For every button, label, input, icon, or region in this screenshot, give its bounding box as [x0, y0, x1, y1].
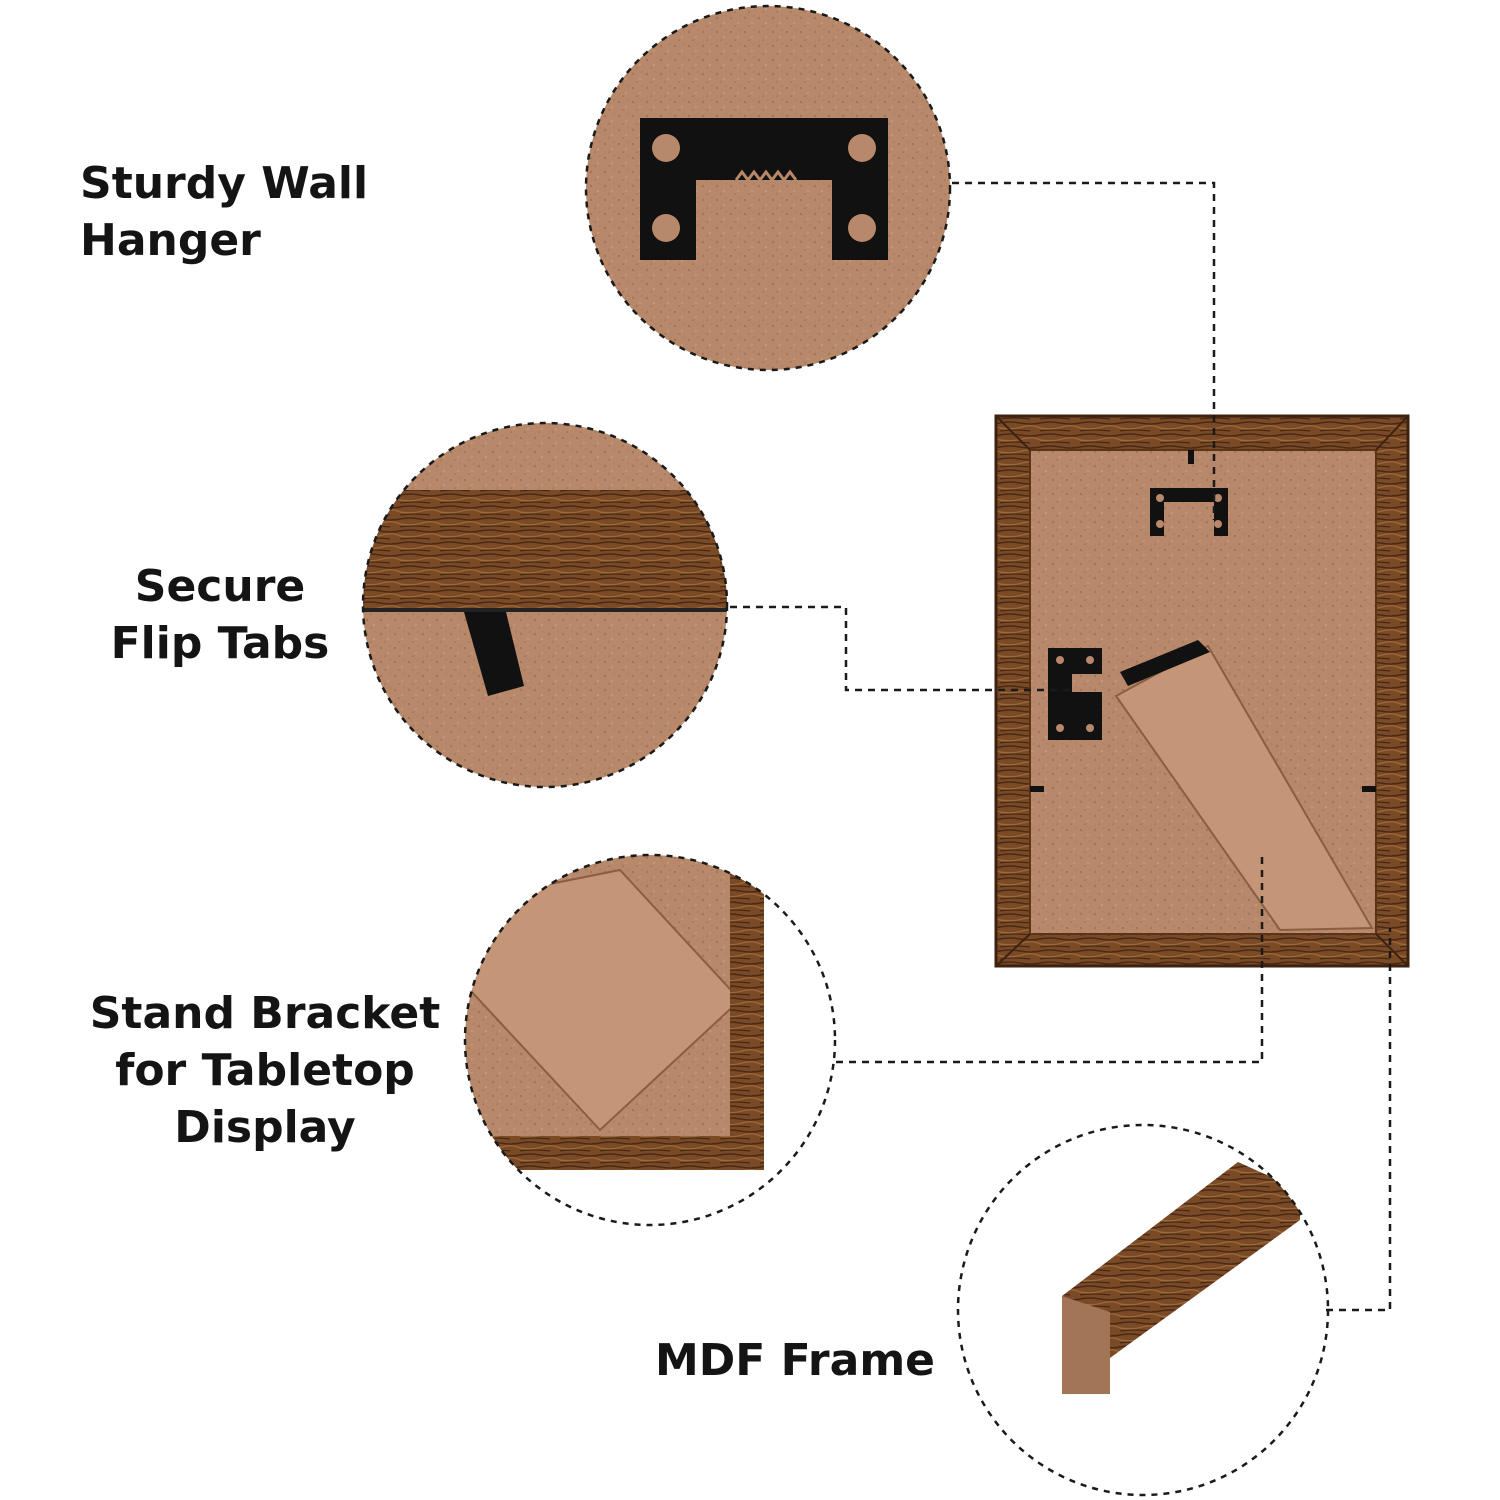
- flip-tab-right: [1362, 786, 1376, 792]
- connector-wall-hanger: [952, 181, 1216, 520]
- label-secure-flip-tabs: Secure Flip Tabs: [110, 561, 330, 670]
- frame-back-view: [994, 414, 1410, 968]
- wall-hanger-detail: [584, 4, 952, 372]
- connector-flip-tabs: [730, 605, 1070, 692]
- easel-stand-icon: [1114, 640, 1374, 932]
- connector-stand-bracket: [836, 852, 1264, 1064]
- flip-tab-left: [1030, 786, 1044, 792]
- mdf-frame-detail: [956, 1123, 1330, 1497]
- sawtooth-hanger-icon: [1150, 488, 1228, 536]
- connector-mdf-frame: [1326, 928, 1392, 1312]
- stand-bracket-detail: [463, 853, 837, 1227]
- connector-lines: [730, 181, 1392, 1312]
- flip-tab-top: [1188, 450, 1194, 464]
- label-mdf-frame: MDF Frame: [655, 1335, 936, 1386]
- label-sturdy-wall-hanger: Sturdy Wall Hanger: [80, 158, 369, 267]
- side-hanger-icon: [1048, 648, 1102, 740]
- flip-tabs-detail: [361, 421, 729, 789]
- label-stand-bracket: Stand Bracket for Tabletop Display: [89, 988, 441, 1154]
